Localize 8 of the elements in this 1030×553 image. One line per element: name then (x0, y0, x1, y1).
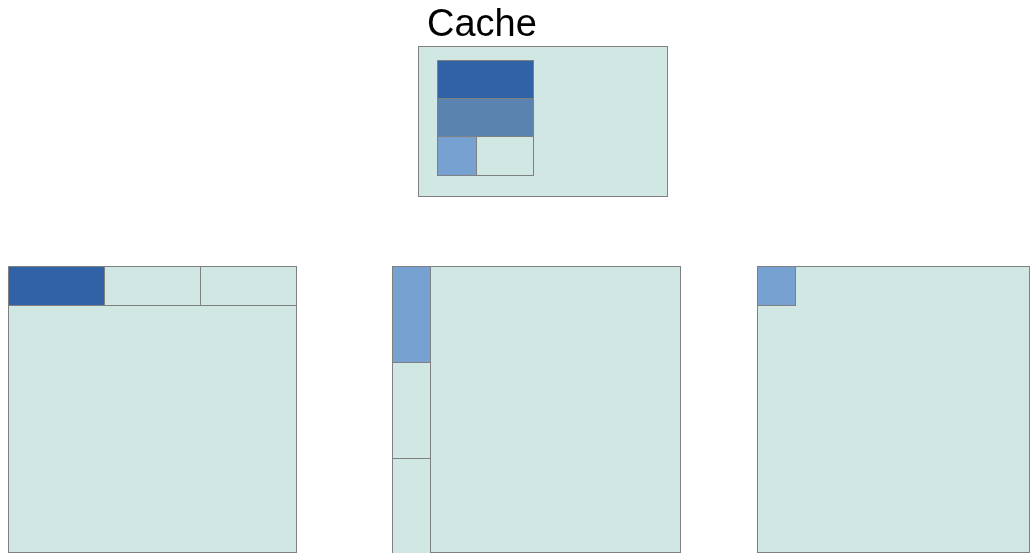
memory-block (757, 266, 1030, 553)
cache-heading: Cache (427, 3, 537, 43)
memory-cell (392, 266, 431, 363)
memory-block (392, 266, 681, 553)
memory-cell (392, 458, 431, 553)
memory-cell (8, 266, 105, 306)
memory-block (8, 266, 297, 553)
memory-cell (757, 266, 796, 306)
